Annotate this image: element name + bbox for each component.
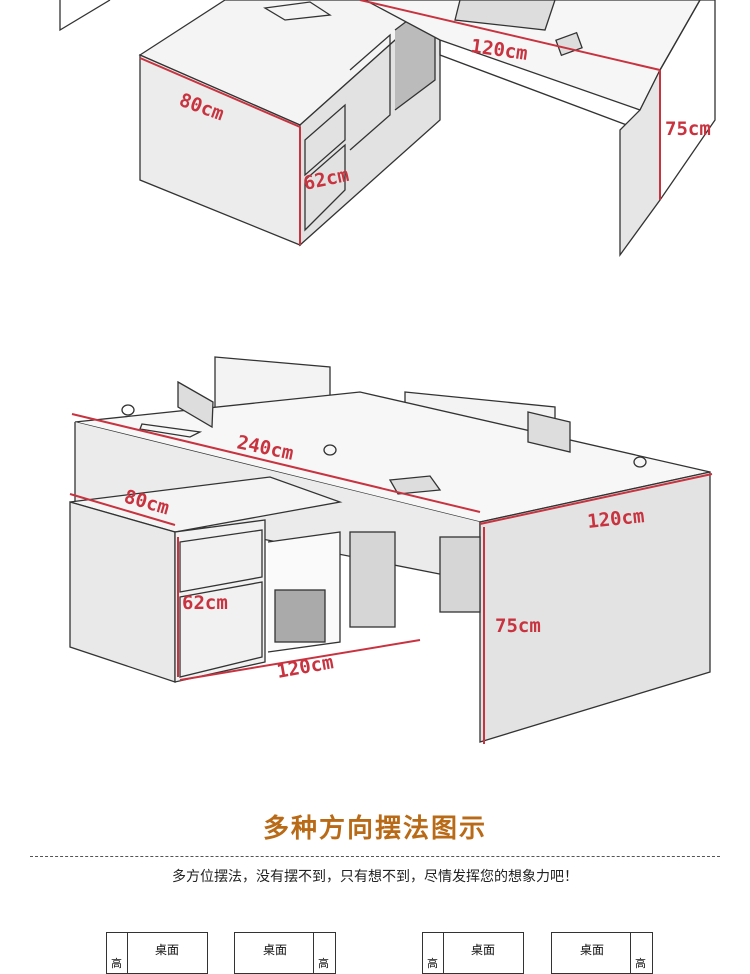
desk-label: 桌面 <box>262 943 287 957</box>
l-desk-sketch: 120cm 80cm 62cm 75cm <box>59 0 716 257</box>
section-title: 多种方向摆法图示 <box>262 814 487 844</box>
bottom-cabinet-depth-label: 62cm <box>182 592 228 614</box>
side-label: 高 <box>635 957 646 970</box>
bottom-under-length-label: 120cm <box>275 651 335 683</box>
layout-diagram-3: 高 桌面 <box>422 932 524 974</box>
desk-label: 桌面 <box>154 943 179 957</box>
side-label: 高 <box>111 957 122 970</box>
layout-side: 高 <box>630 933 651 973</box>
bottom-height-label: 75cm <box>495 615 541 637</box>
layout-diagram-4: 桌面 高 <box>551 932 653 974</box>
layout-diagram-1: 高 桌面 <box>106 932 208 974</box>
side-label: 高 <box>427 957 438 970</box>
top-height-label: 75cm <box>665 118 711 140</box>
layout-side: 高 <box>423 933 444 973</box>
layout-side: 高 <box>313 933 334 973</box>
layout-side: 高 <box>107 933 128 973</box>
side-label: 高 <box>318 957 329 970</box>
dashed-divider <box>30 856 720 857</box>
section-subtitle: 多方位摆法，没有摆不到，只有想不到，尽情发挥您的想象力吧！ <box>172 869 578 885</box>
desk-label: 桌面 <box>470 943 495 957</box>
layout-diagram-2: 桌面 高 <box>234 932 336 974</box>
desk-label: 桌面 <box>579 943 604 957</box>
workstation-sketch: 240cm 80cm 62cm 120cm 120cm 75cm <box>69 356 713 744</box>
